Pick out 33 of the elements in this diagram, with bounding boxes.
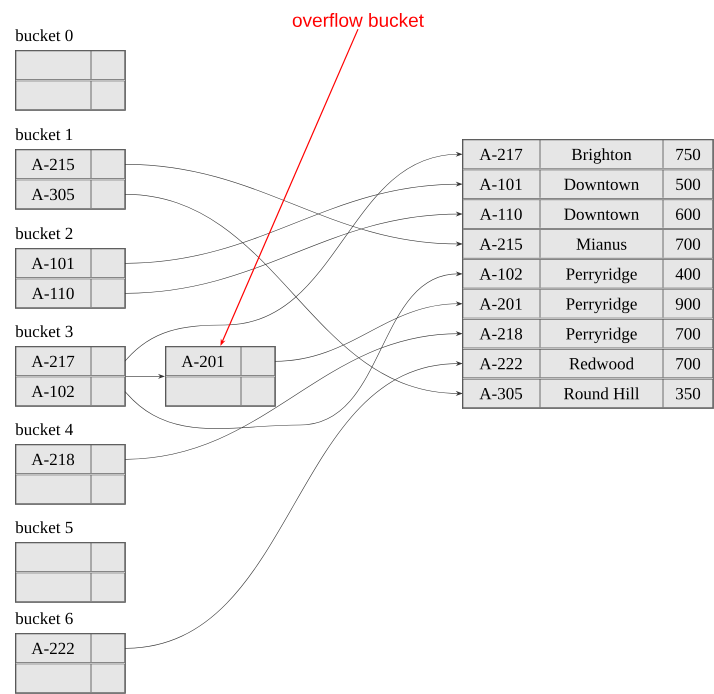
bucket-slot: A-110	[16, 278, 125, 308]
table-row: A-217 Brighton 750	[462, 140, 713, 169]
bucket-heading: bucket 2	[15, 227, 72, 240]
table-row: A-222 Redwood 700	[462, 348, 713, 378]
bucket-slot	[16, 474, 125, 504]
table-row: A-305 Round Hill 350	[462, 378, 713, 408]
bucket-slot: A-218	[16, 444, 125, 474]
bucket-slot	[16, 664, 125, 693]
table-row: A-201 Perryridge 900	[462, 289, 713, 318]
bucket-slot: A-201	[166, 346, 275, 376]
bucket-slot: A-101	[16, 248, 125, 278]
table-row: A-110 Downtown 600	[462, 199, 713, 229]
bucket-heading: bucket 4	[15, 423, 73, 436]
bucket-slot: A-222	[16, 634, 125, 663]
bucket-heading: bucket 0	[15, 29, 73, 42]
bucket-heading: bucket 5	[15, 521, 73, 534]
bucket-slot: A-102	[16, 376, 125, 406]
table-row: A-102 Perryridge 400	[462, 259, 713, 288]
bucket-slot: A-217	[16, 346, 125, 376]
table-row: A-215 Mianus 700	[462, 229, 713, 258]
bucket-slot	[16, 572, 125, 602]
bucket-slot	[16, 542, 125, 572]
callout-text: overflow bucket	[292, 13, 424, 27]
table-row: A-101 Downtown 500	[462, 170, 713, 199]
bucket-slot: A-215	[16, 150, 125, 179]
bucket-slot	[16, 50, 125, 80]
bucket-slot: A-305	[16, 180, 125, 209]
bucket-slot	[16, 80, 125, 110]
table-row: A-218 Perryridge 700	[462, 319, 713, 348]
bucket-heading: bucket 1	[15, 128, 72, 140]
bucket-slot	[166, 376, 275, 406]
bucket-heading: bucket 6	[15, 612, 73, 624]
bucket-heading: bucket 3	[15, 325, 73, 338]
